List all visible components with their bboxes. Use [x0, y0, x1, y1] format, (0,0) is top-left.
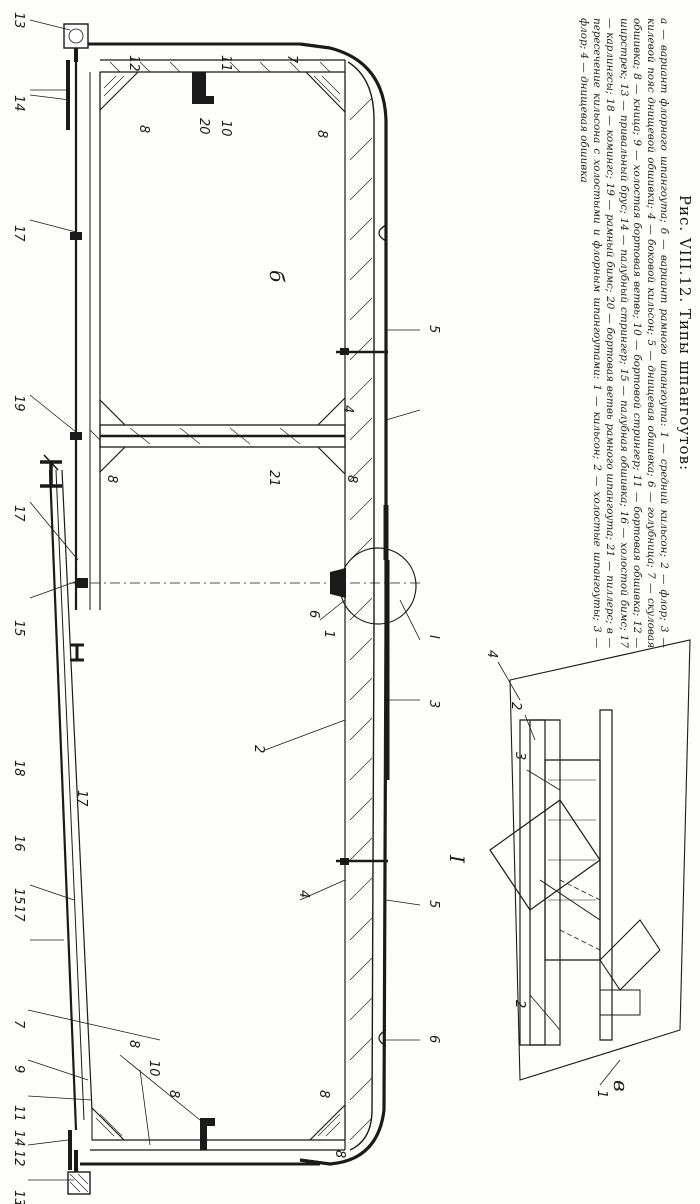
label-v-4: 4	[484, 650, 499, 658]
label-6-a: 6	[426, 1035, 441, 1043]
figure-caption-text: а — вариант флорного шпангоута; б — вари…	[577, 18, 670, 648]
label-8-a3: 8	[316, 1090, 331, 1098]
label-18: 18	[11, 760, 26, 777]
label-8-b4: 8	[344, 475, 359, 483]
label-12-top: 12	[126, 55, 141, 72]
label-leaders	[27, 19, 421, 1181]
detail-I-view-letter: I	[445, 854, 469, 864]
label-20: 20	[196, 118, 211, 135]
label-v-2a: 2	[508, 702, 523, 710]
label-17-b2: 17	[11, 505, 26, 522]
label-3-keel: 3	[426, 700, 441, 708]
label-8-b3: 8	[104, 475, 119, 483]
label-13-top: 13	[11, 12, 26, 29]
label-13-bottom: 13	[11, 1190, 26, 1204]
label-19: 19	[11, 395, 26, 412]
label-16: 16	[11, 835, 26, 852]
label-4-a: 4	[296, 890, 311, 898]
label-4-b: 4	[340, 405, 355, 413]
detail-circle-I	[339, 547, 417, 625]
bottom-plating	[70, 42, 420, 1166]
label-9: 9	[11, 1065, 26, 1073]
figure-caption: Рис. VIII.12. Типы шпангоутов: а — вариа…	[470, 0, 700, 660]
label-6-center: 6	[306, 610, 321, 618]
label-11-top: 11	[218, 55, 233, 72]
label-14-b: 14	[11, 95, 26, 112]
detail-v-keelson-crossing	[489, 639, 691, 1086]
label-7-bottom: 7	[11, 1020, 26, 1029]
label-15-b: 15	[11, 620, 26, 637]
label-10-a: 10	[146, 1060, 161, 1077]
frame-a-side	[40, 454, 346, 1195]
variant-a-letter: а	[9, 1202, 33, 1204]
label-2-floor: 2	[251, 745, 266, 753]
label-I-circle: I	[426, 635, 441, 639]
label-14-a: 14	[11, 1130, 26, 1147]
variant-b-letter: б	[265, 270, 289, 283]
label-1-center: 1	[321, 630, 336, 638]
variant-v-letter: в	[609, 1080, 633, 1092]
frame-b-side	[63, 23, 389, 610]
label-5-a: 5	[426, 900, 441, 908]
label-v-2b: 2	[512, 1000, 527, 1008]
label-11-bottom: 11	[11, 1105, 26, 1122]
label-10-b: 10	[218, 120, 233, 137]
label-8-a1: 8	[126, 1040, 141, 1048]
label-17-a: 17	[74, 790, 89, 807]
number-labels: 13 12 11 9 7 8 10 8 8 14 15 16 17 18 13 …	[11, 12, 609, 1204]
label-21: 21	[266, 470, 281, 487]
label-8-b1: 8	[136, 125, 151, 133]
label-v-1: 1	[594, 1090, 609, 1098]
figure-title: Рис. VIII.12. Типы шпангоутов:	[676, 194, 694, 472]
label-8-b2: 8	[314, 130, 329, 138]
label-8-a4: 8	[332, 1150, 347, 1158]
label-8-a2: 8	[166, 1090, 181, 1098]
label-7-top: 7	[284, 55, 299, 64]
label-12-bottom: 12	[11, 1150, 26, 1167]
label-17-b1: 17	[11, 225, 26, 242]
label-17-b3: 17	[11, 905, 26, 922]
label-v-3: 3	[512, 752, 527, 760]
label-15-a: 15	[11, 888, 26, 905]
label-5-b: 5	[426, 325, 441, 333]
